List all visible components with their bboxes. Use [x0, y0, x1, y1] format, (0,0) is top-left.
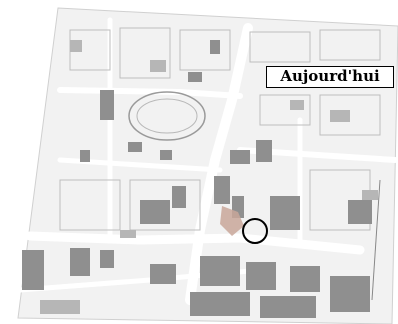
- map-border-line: [371, 179, 381, 301]
- location-marker: [242, 218, 268, 244]
- highlighted-parcel: [220, 206, 244, 236]
- building-blocks: [22, 40, 372, 318]
- parcel-outlines: [59, 27, 381, 231]
- building-blocks-light: [40, 40, 378, 314]
- sports-track: [128, 91, 206, 141]
- sports-field: [136, 98, 198, 134]
- main-avenue: [185, 23, 253, 305]
- map-caption: Aujourd'hui: [266, 66, 394, 88]
- diagonal-boulevard: [25, 231, 365, 255]
